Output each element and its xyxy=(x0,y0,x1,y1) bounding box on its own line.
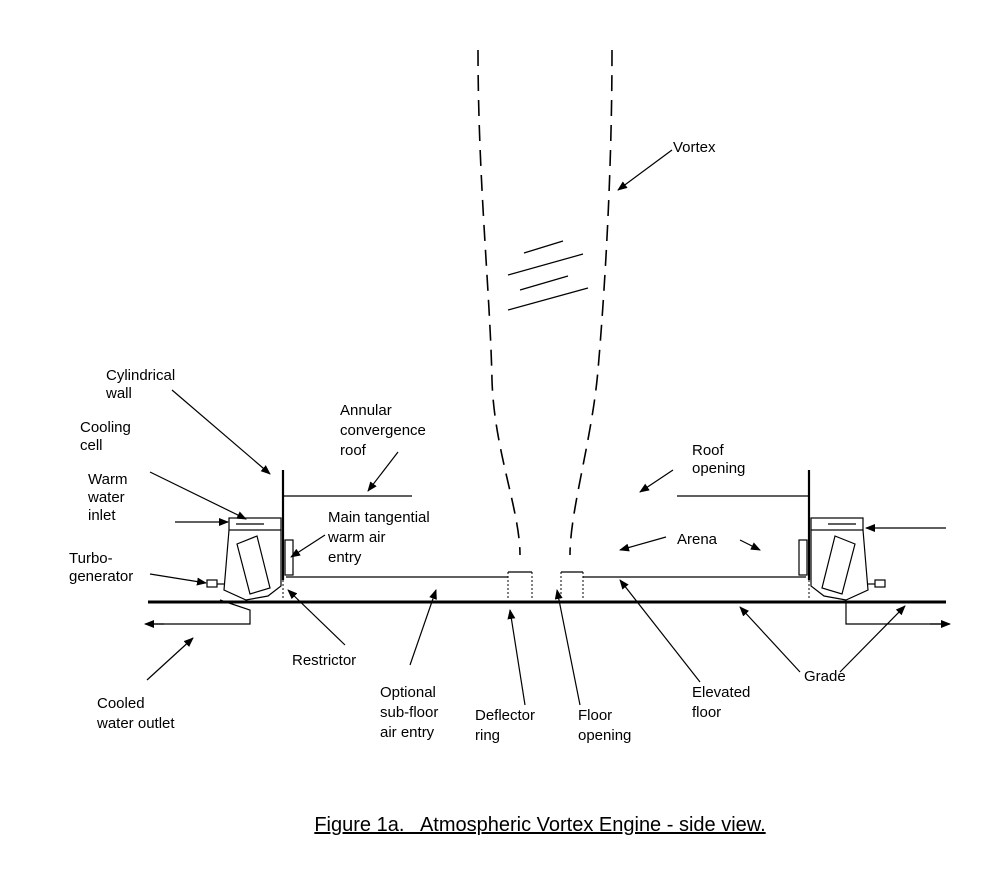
label-vortex: Vortex xyxy=(673,139,716,156)
cooling-cell-right xyxy=(810,517,946,625)
tangential-entry-left xyxy=(284,539,294,576)
figure-caption: Figure 1a. Atmospheric Vortex Engine - s… xyxy=(0,814,1000,837)
vortex-left-boundary xyxy=(477,49,521,556)
vortex-swirl-lines xyxy=(507,240,589,311)
label-annular-roof: Annular convergence roof xyxy=(340,402,430,459)
label-warm-water-inlet: Warm water inlet xyxy=(87,471,132,524)
label-cylindrical-wall: Cylindrical wall xyxy=(105,367,179,402)
label-roof-opening: Roof opening xyxy=(692,442,745,477)
cooling-cell-left xyxy=(147,517,282,625)
label-deflector-ring: Deflector ring xyxy=(475,707,539,744)
tangential-entry-right xyxy=(798,539,808,576)
label-elevated-floor: Elevated floor xyxy=(692,684,755,721)
label-optional-subfloor: Optional sub-floor air entry xyxy=(380,684,443,741)
label-main-tangential: Main tangential warm air entry xyxy=(327,509,434,566)
label-floor-opening: Floor opening xyxy=(578,707,631,744)
label-cooling-cell: Cooling cell xyxy=(80,419,135,454)
label-grade: Grade xyxy=(804,668,846,685)
label-restrictor: Restrictor xyxy=(292,652,356,669)
vortex-right-boundary xyxy=(569,49,613,556)
figure-caption-text: Figure 1a. Atmospheric Vortex Engine - s… xyxy=(314,814,766,836)
leader-arrows xyxy=(144,149,951,706)
vortex-engine-diagram: Vortex Cylindrical wall Annular converge… xyxy=(69,49,951,744)
label-turbo-generator: Turbo- generator xyxy=(69,550,133,585)
label-cooled-water-outlet: Cooled water outlet xyxy=(96,695,175,732)
label-arena: Arena xyxy=(677,531,718,548)
